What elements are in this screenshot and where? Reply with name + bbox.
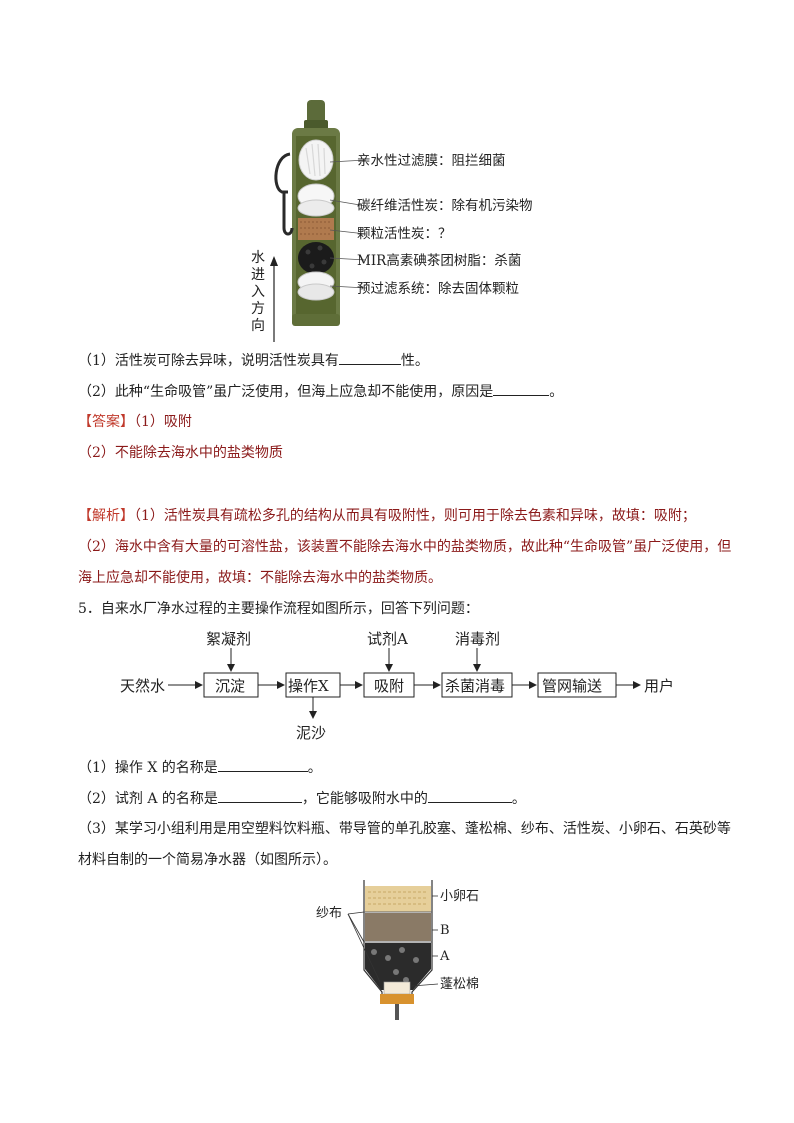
answer-blank[interactable] — [493, 381, 550, 396]
label-pebble: 小卵石 — [440, 889, 480, 904]
label-granular-carbon: 颗粒活性炭：？ — [357, 226, 452, 242]
label-prefilter: 预过滤系统：除去固体颗粒 — [357, 281, 519, 297]
flow-step-adsorption: 吸附 — [374, 677, 405, 695]
flow-step-operation-x: 操作X — [288, 677, 329, 695]
q4-analysis-2a: （2）海水中含有大量的可溶性盐，该装置不能除去海水中的盐类物质，故此种“生命吸管… — [78, 539, 732, 555]
q5-stem: 5．自来水厂净水过程的主要操作流程如图所示，回答下列问题： — [78, 601, 479, 617]
flow-step-sedimentation: 沉淀 — [215, 677, 246, 695]
q4-analysis-1: 【解析】（1）活性炭具有疏松多孔的结构从而具有吸附性，则可用于除去色素和异味，故… — [78, 508, 696, 524]
analysis-tag: 【解析】 — [78, 508, 134, 524]
label-a: A — [440, 949, 450, 964]
q5-part3b: 材料自制的一个简易净水器（如图所示）。 — [78, 852, 337, 868]
q5-part1: （1）操作 X 的名称是。 — [78, 757, 322, 778]
label-resin: MIR高素碘茶团树脂：杀菌 — [357, 253, 522, 269]
flow-step-pipeline: 管网输送 — [542, 677, 603, 695]
q4-answer-1: 【答案】（1）吸附 — [78, 414, 192, 430]
q5-part3a: （3）某学习小组利用是用空塑料饮料瓶、带导管的单孔胶塞、蓬松棉、纱布、活性炭、小… — [78, 821, 731, 837]
label-carbon-fiber: 碳纤维活性炭：除有机污染物 — [357, 198, 533, 214]
answer-tag: 【答案】 — [78, 414, 134, 430]
flow-input-reagent-a: 试剂A — [367, 630, 408, 648]
flow-output-silt: 泥沙 — [296, 724, 327, 742]
label-membrane: 亲水性过滤膜：阻拦细菌 — [357, 153, 506, 169]
filter-straw-image — [274, 100, 367, 326]
flow-input-disinfectant: 消毒剂 — [455, 630, 501, 648]
water-direction-arrow — [270, 256, 278, 342]
q4-answer-2: （2）不能除去海水中的盐类物质 — [78, 445, 283, 461]
answer-blank[interactable] — [427, 788, 512, 803]
flow-end: 用户 — [644, 677, 675, 695]
answer-blank[interactable] — [217, 788, 302, 803]
label-cotton: 蓬松棉 — [440, 977, 480, 992]
simple-purifier-image — [347, 880, 439, 1020]
water-direction-label: 水 进 入 方 向 — [251, 250, 265, 334]
answer-blank[interactable] — [338, 350, 401, 365]
label-gauze: 纱布 — [316, 906, 343, 921]
flow-input-flocculant: 絮凝剂 — [206, 630, 252, 648]
process-flow-diagram — [168, 648, 641, 719]
label-b: B — [440, 923, 450, 938]
q4-part1: （1）活性炭可除去异味，说明活性炭具有性。 — [78, 350, 429, 371]
filter-straw-figure — [250, 96, 560, 342]
q5-part2: （2）试剂 A 的名称是，它能够吸附水中的。 — [78, 788, 526, 809]
flow-step-disinfection: 杀菌消毒 — [445, 677, 506, 695]
q4-part2: （2）此种“生命吸管”虽广泛使用，但海上应急却不能使用，原因是。 — [78, 381, 563, 402]
flow-source: 天然水 — [120, 677, 166, 695]
answer-blank[interactable] — [217, 757, 308, 772]
q4-analysis-2b: 海上应急却不能使用，故填：不能除去海水中的盐类物质。 — [78, 570, 442, 586]
